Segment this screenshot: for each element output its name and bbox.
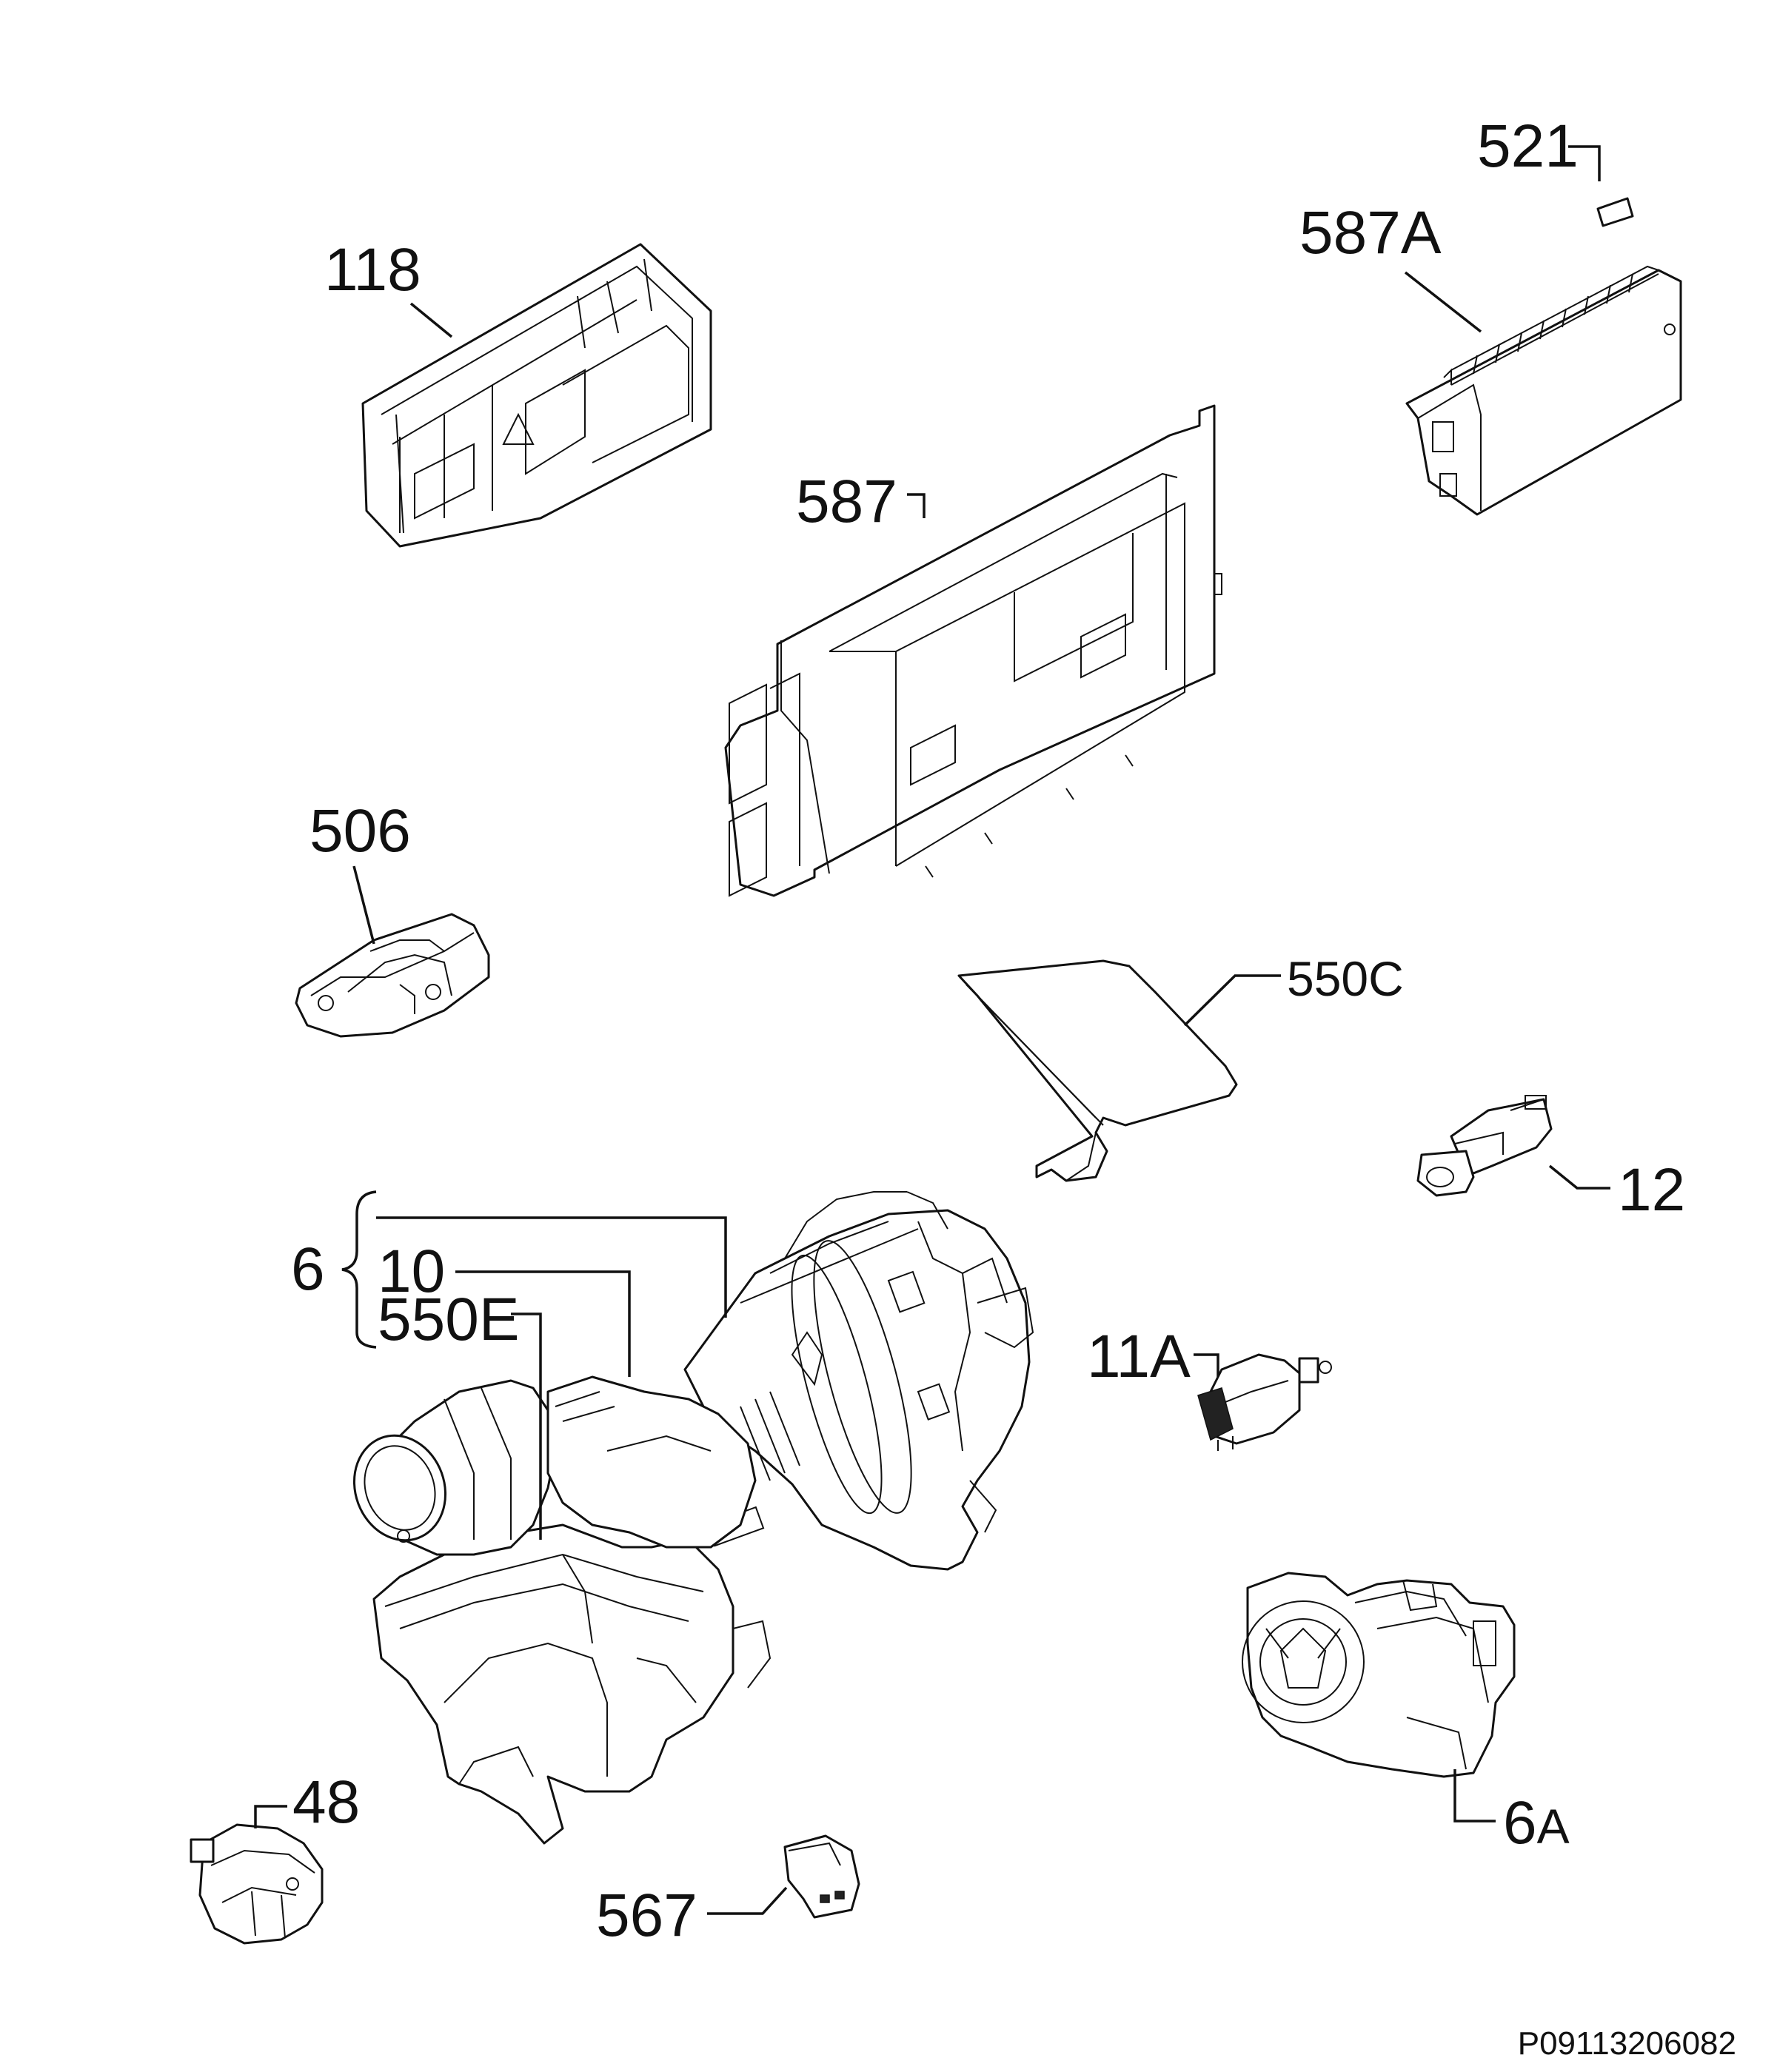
leader-12 bbox=[1548, 1164, 1610, 1190]
part-506-latch bbox=[295, 913, 490, 1038]
label-521: 521 bbox=[1477, 113, 1579, 180]
leader-6A bbox=[1453, 1769, 1496, 1823]
part-6-sump-assembly bbox=[352, 1191, 1034, 1845]
leader-587 bbox=[907, 493, 926, 518]
leader-10 bbox=[455, 1270, 631, 1377]
label-506: 506 bbox=[309, 797, 411, 865]
drawing-code: P09113206082 bbox=[1518, 2025, 1736, 2062]
part-521-connector bbox=[1596, 197, 1634, 227]
leader-521 bbox=[1568, 145, 1601, 181]
part-6A-drain-pump bbox=[1242, 1572, 1516, 1778]
leader-506 bbox=[352, 865, 375, 945]
part-11A-sensor bbox=[1197, 1353, 1332, 1451]
label-118: 118 bbox=[324, 236, 421, 304]
label-567: 567 bbox=[596, 1882, 697, 1949]
label-10: 10 bbox=[378, 1238, 445, 1305]
bracket-6 bbox=[341, 1190, 377, 1349]
label-550E: 550E bbox=[378, 1286, 520, 1353]
label-6A-number: 6 bbox=[1503, 1789, 1537, 1857]
label-6: 6 bbox=[291, 1236, 325, 1303]
part-48-sensor bbox=[190, 1823, 324, 1945]
part-12-pressure-switch bbox=[1416, 1095, 1553, 1197]
label-6A: 6A bbox=[1503, 1789, 1570, 1857]
leader-118 bbox=[409, 302, 453, 338]
part-567-connector bbox=[783, 1834, 860, 1919]
part-587A-module bbox=[1405, 265, 1682, 516]
label-587A: 587A bbox=[1299, 199, 1442, 266]
label-6A-suffix: A bbox=[1537, 1799, 1570, 1854]
part-550C-cover bbox=[957, 959, 1238, 1182]
label-12: 12 bbox=[1618, 1156, 1685, 1224]
leader-11A bbox=[1194, 1353, 1219, 1377]
label-550C: 550C bbox=[1287, 951, 1404, 1006]
label-587: 587 bbox=[796, 468, 897, 535]
leader-587A bbox=[1404, 271, 1482, 333]
part-587-electronic-module bbox=[724, 404, 1222, 897]
label-11A: 11A bbox=[1087, 1323, 1191, 1390]
part-118-control-panel bbox=[361, 243, 712, 548]
leader-6 bbox=[376, 1216, 727, 1318]
leader-567 bbox=[707, 1886, 788, 1915]
leader-550C bbox=[1183, 974, 1281, 1027]
leader-48 bbox=[254, 1805, 287, 1828]
label-48: 48 bbox=[292, 1768, 360, 1836]
leader-550E bbox=[511, 1312, 542, 1540]
